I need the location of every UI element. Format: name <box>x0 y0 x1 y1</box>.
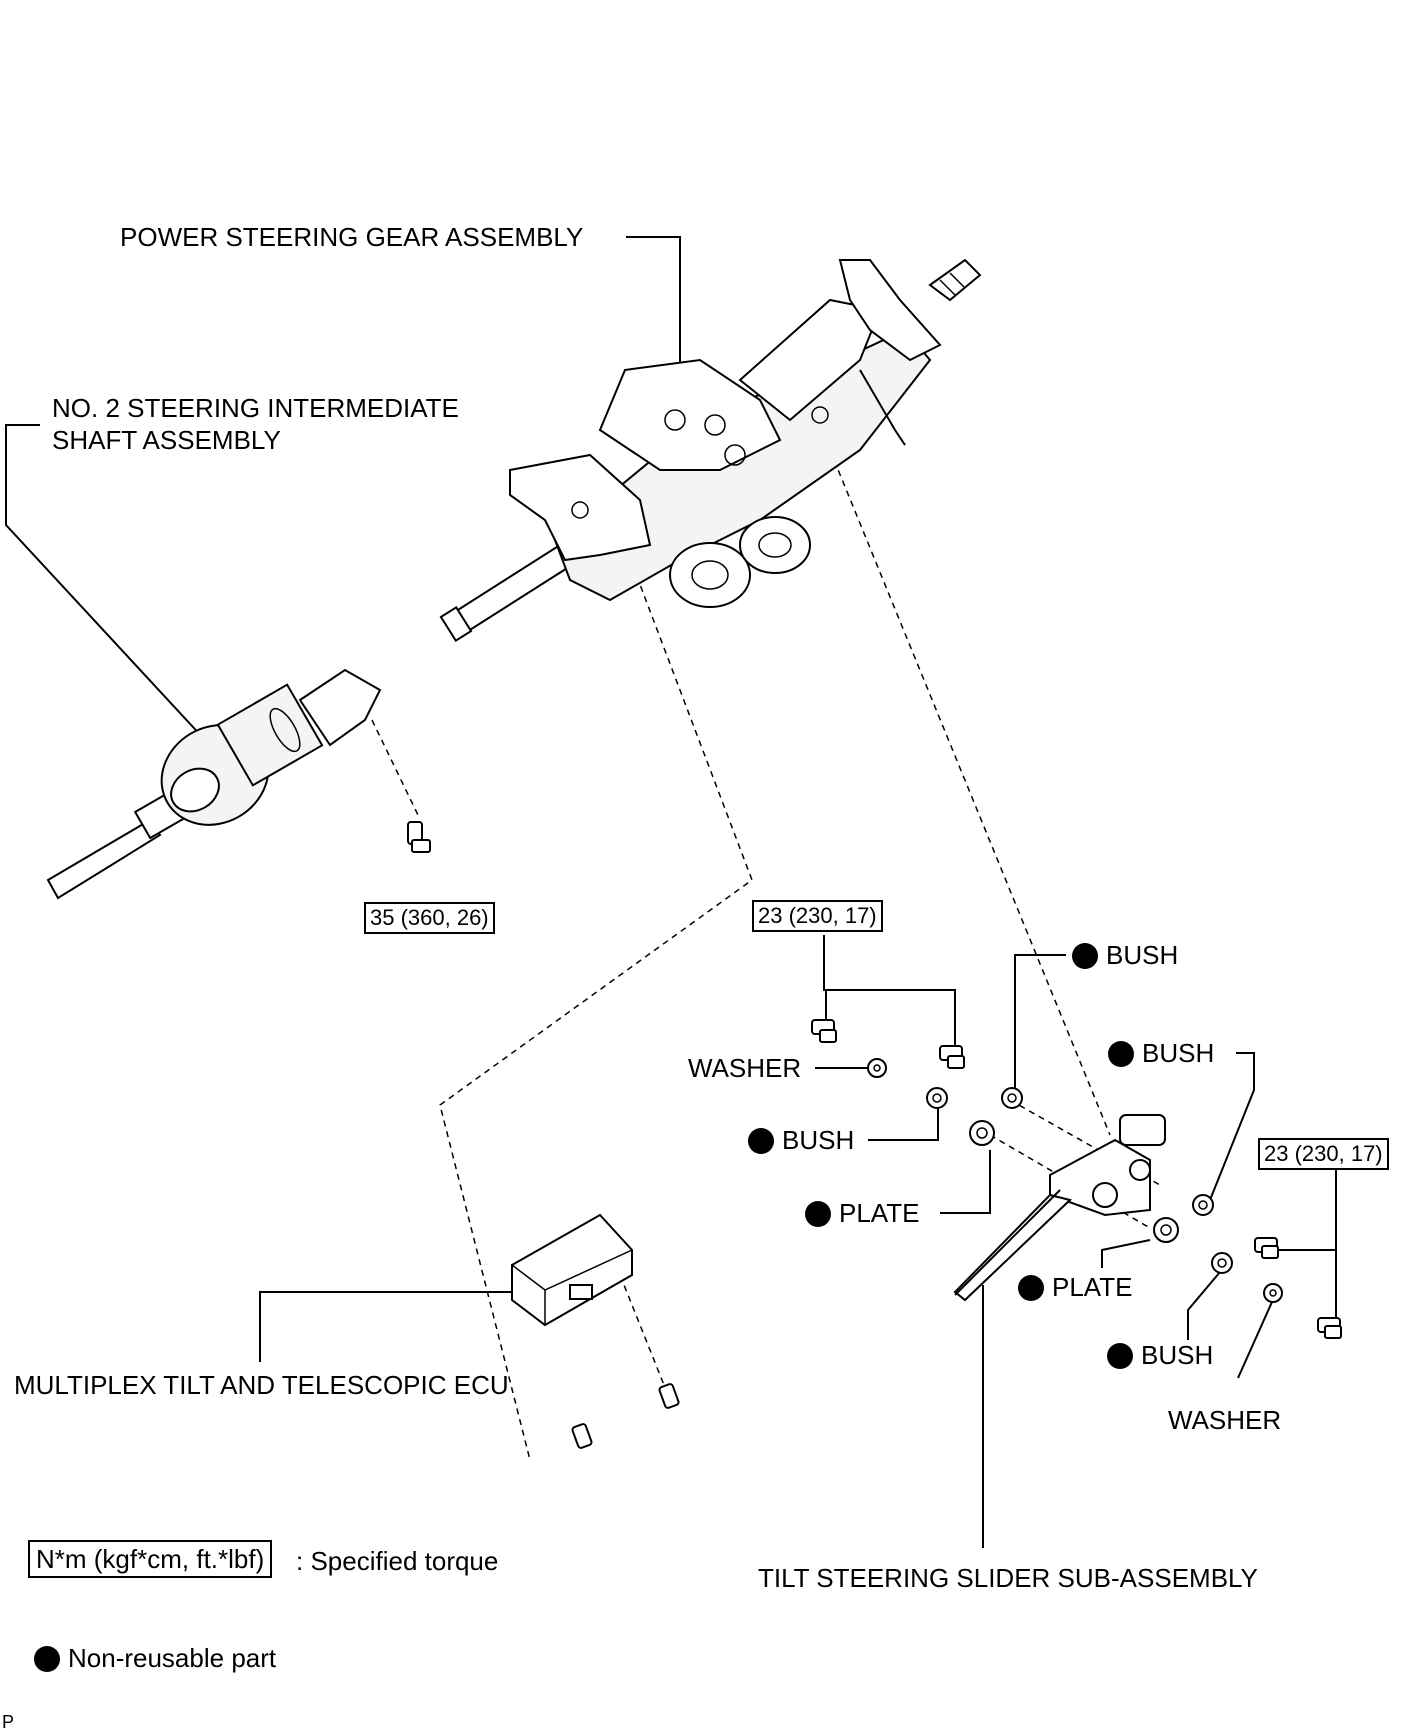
shaft-bolt <box>407 821 431 853</box>
right-small-parts <box>1153 1194 1342 1339</box>
power-steering-gear-assembly <box>439 258 982 643</box>
tilt-telescopic-ecu <box>511 1213 680 1449</box>
label-gear-assembly: POWER STEERING GEAR ASSEMBLY <box>120 222 584 252</box>
label-plate-left: PLATE <box>805 1198 919 1228</box>
leader-lines <box>5 236 1337 1548</box>
footer-code: P <box>2 1712 15 1732</box>
label-bush-top: BUSH <box>1072 940 1178 970</box>
torque-box-right: 23 (230, 17) <box>1258 1138 1389 1170</box>
filled-circle-icon <box>34 1646 60 1672</box>
torque-box-center: 23 (230, 17) <box>752 900 883 932</box>
tilt-steering-slider <box>953 1114 1166 1302</box>
label-bush-right: BUSH <box>1108 1038 1214 1068</box>
center-small-parts <box>811 1019 1023 1146</box>
label-washer-right: WASHER <box>1168 1405 1282 1435</box>
filled-circle-icon <box>1108 1041 1134 1067</box>
label-plate-right: PLATE <box>1018 1272 1132 1302</box>
label-intermediate-shaft-2: SHAFT ASSEMBLY <box>52 425 281 455</box>
filled-circle-icon <box>1107 1343 1133 1369</box>
label-bush-bottom: BUSH <box>1107 1340 1213 1370</box>
legend-torque-text: : Specified torque <box>296 1546 499 1576</box>
filled-circle-icon <box>1018 1275 1044 1301</box>
filled-circle-icon <box>1072 943 1098 969</box>
intermediate-shaft-assembly <box>46 668 382 900</box>
label-slider: TILT STEERING SLIDER SUB-ASSEMBLY <box>758 1563 1258 1593</box>
label-intermediate-shaft-1: NO. 2 STEERING INTERMEDIATE <box>52 393 459 423</box>
label-bush-left: BUSH <box>748 1125 854 1155</box>
legend-torque-box: N*m (kgf*cm, ft.*lbf) <box>28 1540 273 1578</box>
label-ecu: MULTIPLEX TILT AND TELESCOPIC ECU <box>14 1370 509 1400</box>
filled-circle-icon <box>805 1201 831 1227</box>
filled-circle-icon <box>748 1128 774 1154</box>
legend-non-reusable: Non-reusable part <box>34 1643 276 1673</box>
label-washer-left: WASHER <box>688 1053 802 1083</box>
torque-box-shaft: 35 (360, 26) <box>364 902 495 934</box>
